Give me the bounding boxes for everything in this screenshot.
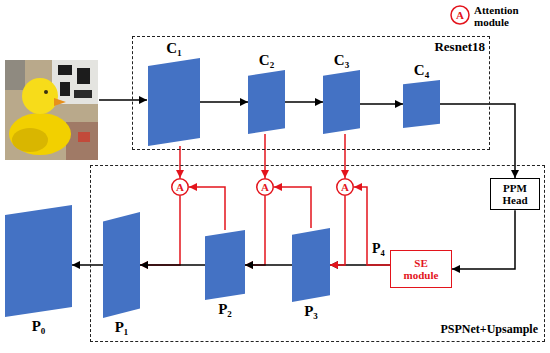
flow-arrow: [360, 103, 403, 105]
feature-shape: [248, 70, 285, 134]
feature-shape: [292, 228, 330, 302]
legend-symbol-text: A: [451, 6, 469, 24]
process-box: SE module: [390, 250, 452, 288]
map-label: C₁: [148, 41, 200, 56]
duck-eye: [44, 90, 48, 94]
feature-map: C₃: [323, 70, 360, 134]
map-label: P₀: [5, 319, 72, 334]
input-arrow: [99, 99, 147, 101]
attention-link: [274, 187, 311, 228]
duck-beak: [54, 98, 66, 106]
attention-link: [354, 187, 390, 265]
feature-shape: [148, 58, 200, 146]
map-label: C₂: [248, 53, 285, 68]
attention-link: [189, 187, 225, 230]
group-box: PSPNet+UpsamplePPM HeadAAASE moduleP₃P₂P…: [90, 165, 545, 342]
circle-outline: [337, 179, 354, 196]
group-title: PSPNet+Upsample: [441, 323, 539, 336]
duck-body: [9, 113, 71, 155]
flow-arrow: [440, 104, 515, 178]
duck-shade: [12, 128, 48, 152]
process-box: PPM Head: [490, 178, 540, 210]
feature-fill: [323, 70, 360, 134]
group-box: Resnet18C₁C₂C₃C₄: [132, 36, 490, 150]
attention-link: [330, 196, 345, 265]
circle-outline: [172, 179, 189, 196]
attention-circle: A: [171, 178, 189, 196]
photo-patch: [78, 132, 90, 142]
group-title: Resnet18: [434, 40, 485, 54]
node-text: A: [341, 182, 349, 193]
feature-map: C₄: [403, 80, 440, 128]
flow-arrow: [245, 264, 292, 266]
feature-map: C₁: [148, 58, 200, 146]
attention-link: [179, 146, 181, 178]
map-label: P₂: [205, 302, 245, 317]
node-text: PPM Head: [497, 182, 533, 206]
feature-fill: [148, 58, 200, 146]
flow-arrow: [285, 101, 323, 103]
map-label: C₃: [323, 53, 360, 68]
marker-cell: [58, 65, 72, 75]
feature-fill: [103, 212, 140, 318]
attention-link: [264, 134, 266, 178]
feature-fill: [5, 205, 72, 317]
feature-fill: [248, 70, 285, 134]
duck-photo: [5, 60, 98, 160]
marker-cell: [77, 68, 90, 84]
feature-shape: [323, 70, 360, 134]
feature-map: P₀: [5, 205, 72, 317]
map-label: P₁: [103, 320, 140, 335]
feature-shape: [5, 205, 72, 317]
flow-arrow: [452, 210, 515, 269]
duck-head: [22, 78, 58, 114]
attention-link: [140, 196, 180, 265]
flow-arrow: [72, 264, 103, 266]
circle-outline: [257, 179, 274, 196]
feature-map: C₂: [248, 70, 285, 134]
feature-shape: [103, 212, 140, 318]
feature-fill: [403, 80, 440, 128]
map-label: C₄: [403, 63, 440, 78]
feature-map: P₁: [103, 212, 140, 318]
feature-map: P₂: [205, 230, 245, 300]
attention-circle: A: [336, 178, 354, 196]
feature-shape: [205, 230, 245, 300]
marker-card: [52, 60, 98, 104]
flow-arrow: [140, 264, 205, 266]
flow-arrow: [200, 101, 248, 103]
feature-map: P₃: [292, 228, 330, 302]
marker-cell: [60, 82, 70, 96]
feature-shape: [403, 80, 440, 128]
legend-text: Attention module: [474, 4, 532, 28]
photo-ground: [5, 60, 98, 160]
attention-link: [344, 134, 346, 178]
marker-cell: [74, 90, 92, 98]
legend-circle: [451, 6, 469, 24]
map-label: P₃: [292, 304, 330, 319]
feature-fill: [292, 228, 330, 302]
photo-shadow: [5, 60, 25, 90]
node-text: SE module: [397, 257, 445, 281]
node-text: A: [176, 182, 184, 193]
feature-fill: [205, 230, 245, 300]
attention-link: [245, 196, 265, 265]
node-text: A: [261, 182, 269, 193]
photo-patch: [66, 122, 98, 160]
attention-circle: A: [256, 178, 274, 196]
edge-label: P₄: [371, 241, 386, 256]
